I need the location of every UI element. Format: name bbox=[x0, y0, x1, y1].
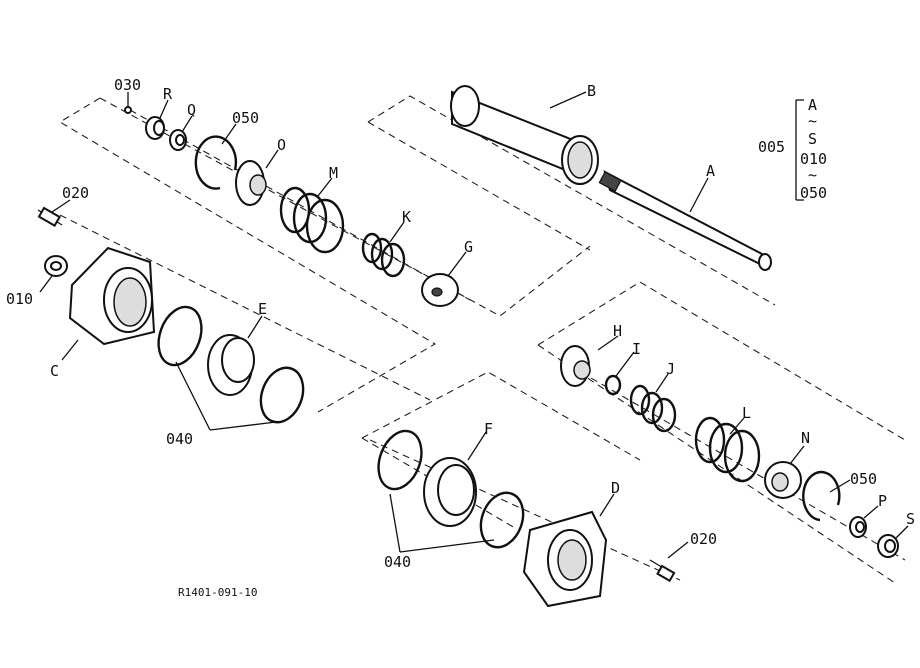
label-d: D bbox=[611, 479, 620, 497]
part-l-outer-spring bbox=[694, 416, 761, 483]
part-m-outer-spring bbox=[279, 186, 345, 254]
legend-range-code: 005 bbox=[758, 138, 785, 156]
label-020-upper: 020 bbox=[62, 184, 89, 202]
part-a-shaft bbox=[598, 170, 772, 271]
part-f-collar bbox=[423, 457, 477, 527]
part-040-o-ring-left-b bbox=[259, 366, 305, 424]
part-020-bolt-head-lower bbox=[656, 564, 676, 583]
part-h-spring-seat bbox=[560, 345, 591, 387]
label-p: P bbox=[878, 492, 887, 510]
group-outline-right bbox=[537, 281, 906, 441]
label-030: 030 bbox=[114, 76, 141, 94]
label-q: Q bbox=[187, 101, 196, 119]
part-c-housing bbox=[68, 246, 156, 346]
label-e: E bbox=[258, 300, 267, 318]
label-010: 010 bbox=[6, 290, 33, 308]
label-050-lower: 050 bbox=[850, 470, 877, 488]
legend-mid: S bbox=[808, 130, 817, 148]
legend-sub-start: 010 bbox=[800, 150, 827, 168]
part-040-o-ring-lower-a bbox=[377, 429, 423, 491]
label-s: S bbox=[906, 510, 915, 528]
part-g-seat bbox=[421, 273, 459, 307]
label-050-upper: 050 bbox=[232, 109, 259, 127]
label-n: N bbox=[801, 429, 810, 447]
label-h: H bbox=[613, 322, 622, 340]
label-m: M bbox=[329, 164, 338, 182]
label-c: C bbox=[50, 362, 59, 380]
label-j: J bbox=[666, 360, 675, 378]
group-outline-shaft bbox=[367, 95, 776, 306]
label-r: R bbox=[163, 85, 173, 103]
part-010-nut bbox=[44, 255, 68, 277]
part-b-tube bbox=[450, 85, 599, 185]
part-040-o-ring-lower-b bbox=[479, 491, 525, 549]
part-d-housing bbox=[522, 510, 608, 608]
group-outline-upper-left bbox=[58, 97, 437, 413]
part-i-washer bbox=[604, 374, 622, 396]
label-k: K bbox=[402, 208, 411, 226]
label-040-left: 040 bbox=[166, 430, 193, 448]
part-p-bushing bbox=[849, 516, 867, 538]
label-a: A bbox=[706, 162, 715, 180]
part-k-inner-spring bbox=[361, 232, 406, 278]
part-j-inner-spring bbox=[629, 384, 677, 433]
leader-lines bbox=[39, 91, 909, 559]
label-f: F bbox=[484, 420, 493, 438]
part-r-nut bbox=[145, 116, 165, 140]
part-020-bolt-head-upper bbox=[37, 206, 61, 228]
part-e-collar bbox=[207, 334, 255, 396]
part-n-seat bbox=[764, 461, 802, 499]
reference-code: R1401-091-10 bbox=[178, 586, 257, 599]
label-b: B bbox=[587, 82, 596, 100]
part-s-nut bbox=[877, 534, 899, 558]
part-050-snap-ring-upper bbox=[194, 135, 238, 190]
legend-tilde-2: ~ bbox=[808, 166, 817, 184]
label-040-lower: 040 bbox=[384, 553, 411, 571]
label-o: O bbox=[277, 136, 286, 154]
part-040-o-ring-left-a bbox=[157, 305, 203, 367]
group-outline-upper-left-top bbox=[99, 97, 591, 317]
label-i: I bbox=[632, 340, 641, 358]
part-050-snap-ring-lower bbox=[802, 470, 841, 522]
range-legend: 005 A ~ S 010 ~ 050 bbox=[758, 96, 827, 202]
label-l: L bbox=[742, 404, 751, 422]
legend-top: A bbox=[808, 96, 817, 114]
legend-sub-end: 050 bbox=[800, 184, 827, 202]
axis-line-bottom bbox=[369, 439, 681, 581]
label-020-lower: 020 bbox=[690, 530, 717, 548]
part-q-bushing bbox=[169, 129, 187, 151]
axis-line-left bbox=[59, 214, 431, 401]
part-o-spring-seat bbox=[235, 160, 267, 206]
label-g: G bbox=[464, 238, 473, 256]
part-030-pin bbox=[124, 106, 132, 114]
group-outline-shaft-lower bbox=[367, 121, 591, 251]
legend-tilde-1: ~ bbox=[808, 112, 817, 130]
